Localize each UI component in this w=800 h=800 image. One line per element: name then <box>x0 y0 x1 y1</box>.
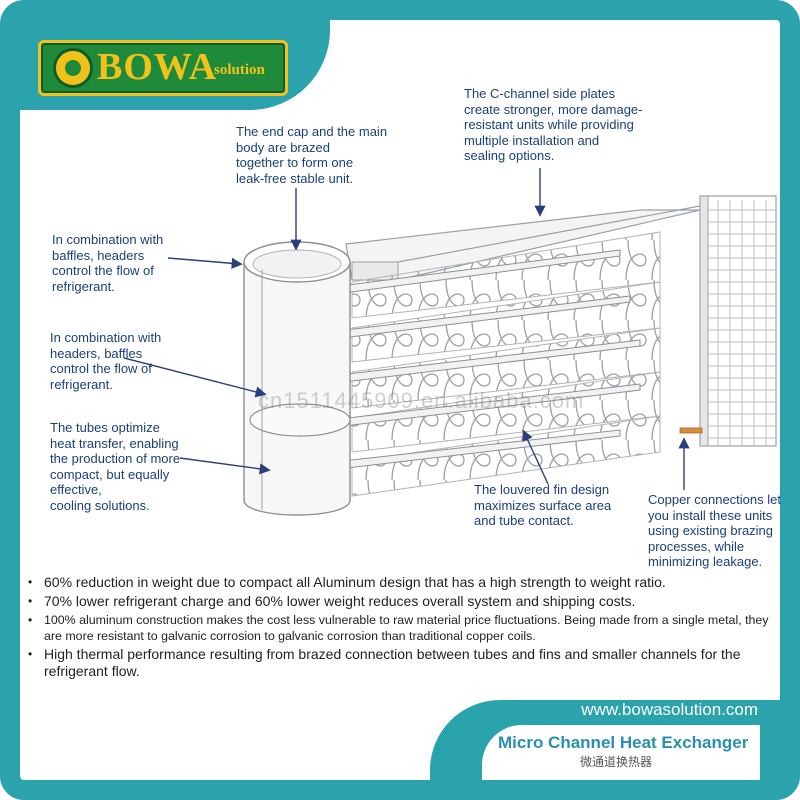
feature-item: 60% reduction in weight due to compact a… <box>22 574 782 591</box>
product-label: Micro Channel Heat Exchanger 微通道换热器 <box>482 725 760 780</box>
callout-end-cap: The end cap and the main body are brazed… <box>236 124 388 186</box>
logo-tagline: solution <box>214 62 265 78</box>
logo-emblem-icon <box>53 48 93 88</box>
copper-connection-icon <box>679 427 703 434</box>
feature-item: 100% aluminum construction makes the cos… <box>22 612 782 644</box>
product-subtitle: 微通道换热器 <box>580 755 653 769</box>
callout-copper: Copper connections let you install these… <box>648 492 781 569</box>
side-view-exchanger <box>679 195 777 447</box>
callout-arrows <box>123 168 690 490</box>
c-channel-plate <box>345 205 701 281</box>
feature-item: 70% lower refrigerant charge and 60% low… <box>22 593 782 610</box>
website-bar: www.bowasolution.com <box>430 700 780 724</box>
tubes <box>261 249 641 479</box>
logo-brand-name: BOWA <box>97 46 218 88</box>
header-cylinder <box>243 241 351 516</box>
watermark: cn1511445909.en.alibaba.com <box>258 388 585 413</box>
bowa-logo: BOWA solution <box>38 40 288 96</box>
footer-tab: www.bowasolution.com Micro Channel Heat … <box>430 700 780 780</box>
website-link[interactable]: www.bowasolution.com <box>581 700 758 719</box>
callout-louvered-fin: The louvered fin design maximizes surfac… <box>474 482 612 528</box>
feature-item: High thermal performance resulting from … <box>22 646 782 680</box>
callout-c-channel: The C-channel side plates create stronge… <box>464 86 643 163</box>
callout-tubes: The tubes optimize heat transfer, enabli… <box>50 420 181 513</box>
feature-list: 60% reduction in weight due to compact a… <box>22 574 782 682</box>
product-title: Micro Channel Heat Exchanger <box>498 733 749 752</box>
callout-baffles-headers: In combination with baffles, headers con… <box>52 232 164 294</box>
callout-headers-baffles: In combination with headers, baffles con… <box>50 330 162 392</box>
